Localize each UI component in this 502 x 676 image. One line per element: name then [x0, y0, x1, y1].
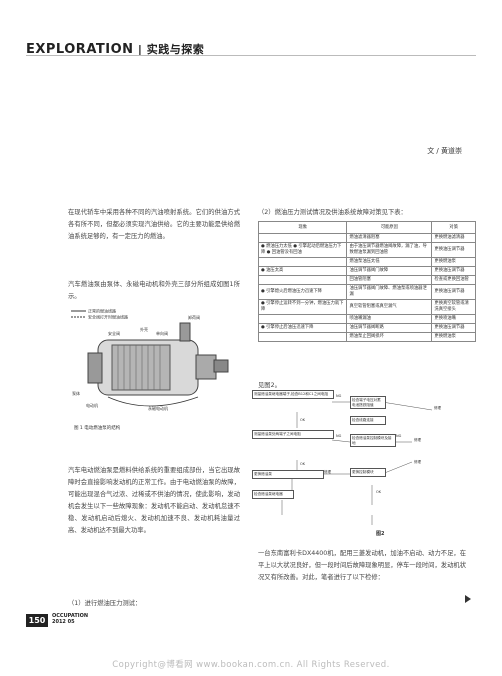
legend-normal: 正常的燃油线路 — [88, 308, 116, 314]
flow-label: OK — [300, 462, 306, 466]
table-row: ● 引擎停止后油压迅速下降油压调节器阀断路更换油压调节器 — [257, 323, 476, 333]
paragraph-pump-structure: 汽车燃油泵由泵体、永磁电动机和外壳三部分所组成如图1所示。 — [68, 281, 240, 300]
label-check-valve: 单向阀 — [156, 330, 168, 336]
table-header: 现象 — [257, 221, 348, 234]
label-pm-motor: 永磁电动机 — [148, 405, 168, 411]
table-row: ● 引擎熄火后燃油压力迅速下降油压调节器阀门故障、燃油泵或喷油器泄漏更换油压调节… — [257, 284, 476, 300]
flow-label: OK — [300, 418, 306, 422]
table-row: 燃油滤清器阻塞更换燃油滤清器 — [257, 233, 476, 243]
table-header-row: 现象 可能原因 对策 — [257, 221, 476, 234]
figure-2-caption: 图2 — [376, 531, 385, 537]
paragraph-case: 一台东南富利卡DX4400机，配用三菱发动机，加油不启动、动力不足，在平上以大状… — [258, 550, 466, 581]
figure-1-caption: 图 1 电动燃油泵的结构 — [74, 424, 121, 431]
paragraph-pump-failure: 汽车电动燃油泵是燃料供给系统的重要组成部份，当它出现故障时会直接影响发动机的正常… — [68, 467, 240, 534]
paragraph-pressure-test: （1）进行燃油压力测试： — [68, 600, 142, 607]
fault-table: 现象 可能原因 对策 燃油滤清器阻塞更换燃油滤清器 ● 燃油压力太低 ● 引擎起… — [257, 221, 476, 342]
table-row: ● 油压太高油压调节器阀门故障更换油压调节器 — [257, 266, 476, 276]
flow-box: 修理 — [434, 406, 441, 410]
paragraph-table-intro: （2）燃油压力测试情况及供油系统故障对策见下表： — [258, 209, 407, 216]
flow-label: 修理 — [414, 460, 421, 464]
label-relief-valve: 卸荷阀 — [188, 314, 200, 320]
copyright-watermark: Copyright@博看网 www.bookan.com.cn. All Rig… — [112, 660, 390, 670]
author: 文 / 黄道崇 — [427, 147, 462, 155]
flow-box: 检查端子电压对蓄电池搭铁阻值 — [350, 396, 386, 409]
flow-box: 更换燃油泵 — [252, 470, 324, 479]
table-row: 回油管阻塞检查或更换回油管 — [257, 275, 476, 285]
label-motor: 电动机 — [86, 402, 98, 408]
label-housing: 外壳 — [140, 326, 148, 332]
flow-box: 测量燃油泵处两端子之间电阻 — [252, 430, 334, 439]
flow-label: NG — [396, 434, 402, 438]
table-header: 可能原因 — [346, 221, 433, 234]
flow-label: OK — [376, 490, 382, 494]
table-row: ● 燃油压力太低 ● 引擎起动后燃油压力下降 ● 回油管没有回油由于油压调节器燃… — [257, 242, 476, 258]
flow-label: 修理 — [414, 438, 421, 442]
flow-box: 检查燃油泵继电器 — [252, 490, 294, 499]
table-row: 燃油泵止回阀损坏更换燃油泵 — [257, 332, 476, 342]
flow-title: 见图2。 — [258, 382, 281, 389]
flow-box: 测量燃油泵继电器端子,检查B12和C1之间电阻 — [252, 390, 334, 399]
flow-box: 检查线路连接 — [350, 416, 386, 425]
figure-1-pump-diagram: 正常的燃油线路 安全阀打开时燃油线路 卸荷阀 安全阀 单向阀 外壳 泵体 电动机… — [68, 305, 236, 435]
flow-label: NG — [336, 434, 342, 438]
figure-2-flowchart: 测量燃油泵继电器端子,检查B12和C1之间电阻 检查端子电压对蓄电池搭铁阻值 测… — [252, 390, 470, 590]
next-page-arrow-icon — [465, 595, 471, 603]
legend-safety: 安全阀打开时燃油线路 — [88, 314, 128, 320]
flow-box: 更换控制模块 — [350, 468, 386, 477]
table-row: 燃油泵油压太低更换燃油泵 — [257, 257, 476, 267]
page-number: 150 — [26, 614, 48, 627]
flow-label: NG — [336, 394, 342, 398]
table-row: ● 引擎停止运转不到一分钟，燃油压力就下降真空软管阻塞或真空漏气更换真空软管或清… — [257, 299, 476, 315]
flow-label: 修理 — [324, 470, 331, 474]
magazine-name: OCCUPATION 2012 05 — [52, 613, 89, 625]
header-logo: EXPLORATION | 实践与探索 — [26, 42, 205, 57]
label-safety-valve: 安全阀 — [108, 330, 120, 336]
flow-box: 检查燃油泵控制模块及接地 — [350, 434, 396, 447]
header-divider — [26, 55, 476, 56]
label-pump-body: 泵体 — [72, 390, 80, 396]
table-row: 喷油嘴漏油更换喷油嘴 — [257, 314, 476, 324]
table-header: 对策 — [431, 221, 476, 234]
paragraph-intro: 在现代轿车中采用各种不同的汽油喷射系统。它们的供油方式各有所不同，但都必须实现汽… — [68, 209, 240, 240]
